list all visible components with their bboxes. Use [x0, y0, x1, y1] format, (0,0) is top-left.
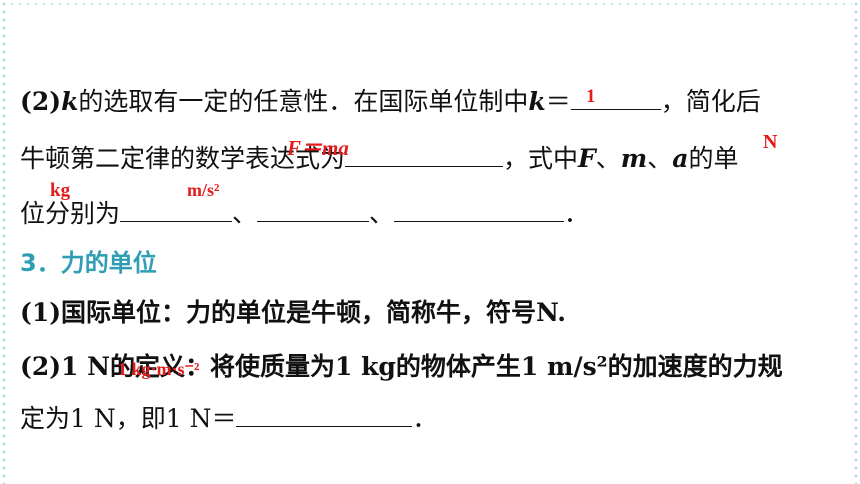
separator: 、	[595, 144, 621, 173]
blank-formula[interactable]	[345, 144, 504, 167]
section-heading: 3．力的单位	[20, 249, 157, 277]
text: 的选取有一定的任意性．在国际单位制中	[78, 87, 529, 116]
m-symbol: m	[620, 144, 648, 173]
answer-formula: F＝ma	[287, 136, 349, 160]
line-5: (1)国际单位：力的单位是牛顿，简称牛，符号N.	[20, 298, 566, 328]
text: 的单	[688, 144, 739, 173]
top-decoration	[8, 0, 852, 8]
text: ，简化后	[660, 87, 761, 116]
text: 定为1 N，即1 N＝	[20, 404, 237, 433]
period: ．	[564, 199, 590, 228]
k-symbol: k	[528, 87, 546, 116]
line-3: 位分别为 、 、 ．	[20, 199, 589, 229]
blank-unit-f[interactable]	[120, 199, 233, 222]
answer-newton-def: 1 kg·m·s⁻²	[118, 359, 200, 379]
F-symbol: F	[578, 144, 596, 173]
left-dotted-border	[0, 0, 8, 484]
right-dotted-border	[852, 0, 860, 484]
answer-k-value: 1	[586, 86, 596, 107]
blank-k[interactable]	[570, 87, 661, 110]
text: ，式中	[503, 144, 579, 173]
blank-unit-m[interactable]	[257, 199, 370, 222]
text: 牛顿第二定律的数学表达式为	[20, 144, 346, 173]
separator: 、	[369, 199, 395, 228]
answer-unit-F: N	[763, 131, 778, 153]
line-1: (2)k的选取有一定的任意性．在国际单位制中k＝，简化后	[20, 87, 761, 117]
text: (2)1 N的定义：将使质量为1 kg的物体产生1 m/s²的加速度的力规	[20, 352, 783, 381]
line-2: 牛顿第二定律的数学表达式为，式中F、m、a的单	[20, 144, 738, 174]
a-symbol: a	[672, 144, 689, 173]
answer-unit-m: kg	[50, 180, 71, 201]
k-symbol: k	[61, 87, 79, 116]
item-number: (2)	[20, 87, 62, 116]
answer-unit-a: m/s²	[187, 180, 220, 200]
period: ．	[412, 404, 438, 433]
equals-sign: ＝	[545, 87, 571, 116]
text: (1)国际单位：力的单位是牛顿，简称牛，符号N.	[20, 298, 567, 327]
text: 位分别为	[20, 199, 121, 228]
line-7: 定为1 N，即1 N＝ ．	[20, 404, 437, 434]
separator: 、	[647, 144, 673, 173]
separator: 、	[232, 199, 258, 228]
blank-unit-a[interactable]	[394, 199, 565, 222]
line-6: (2)1 N的定义：将使质量为1 kg的物体产生1 m/s²的加速度的力规	[20, 352, 783, 382]
blank-newton[interactable]	[236, 404, 413, 427]
